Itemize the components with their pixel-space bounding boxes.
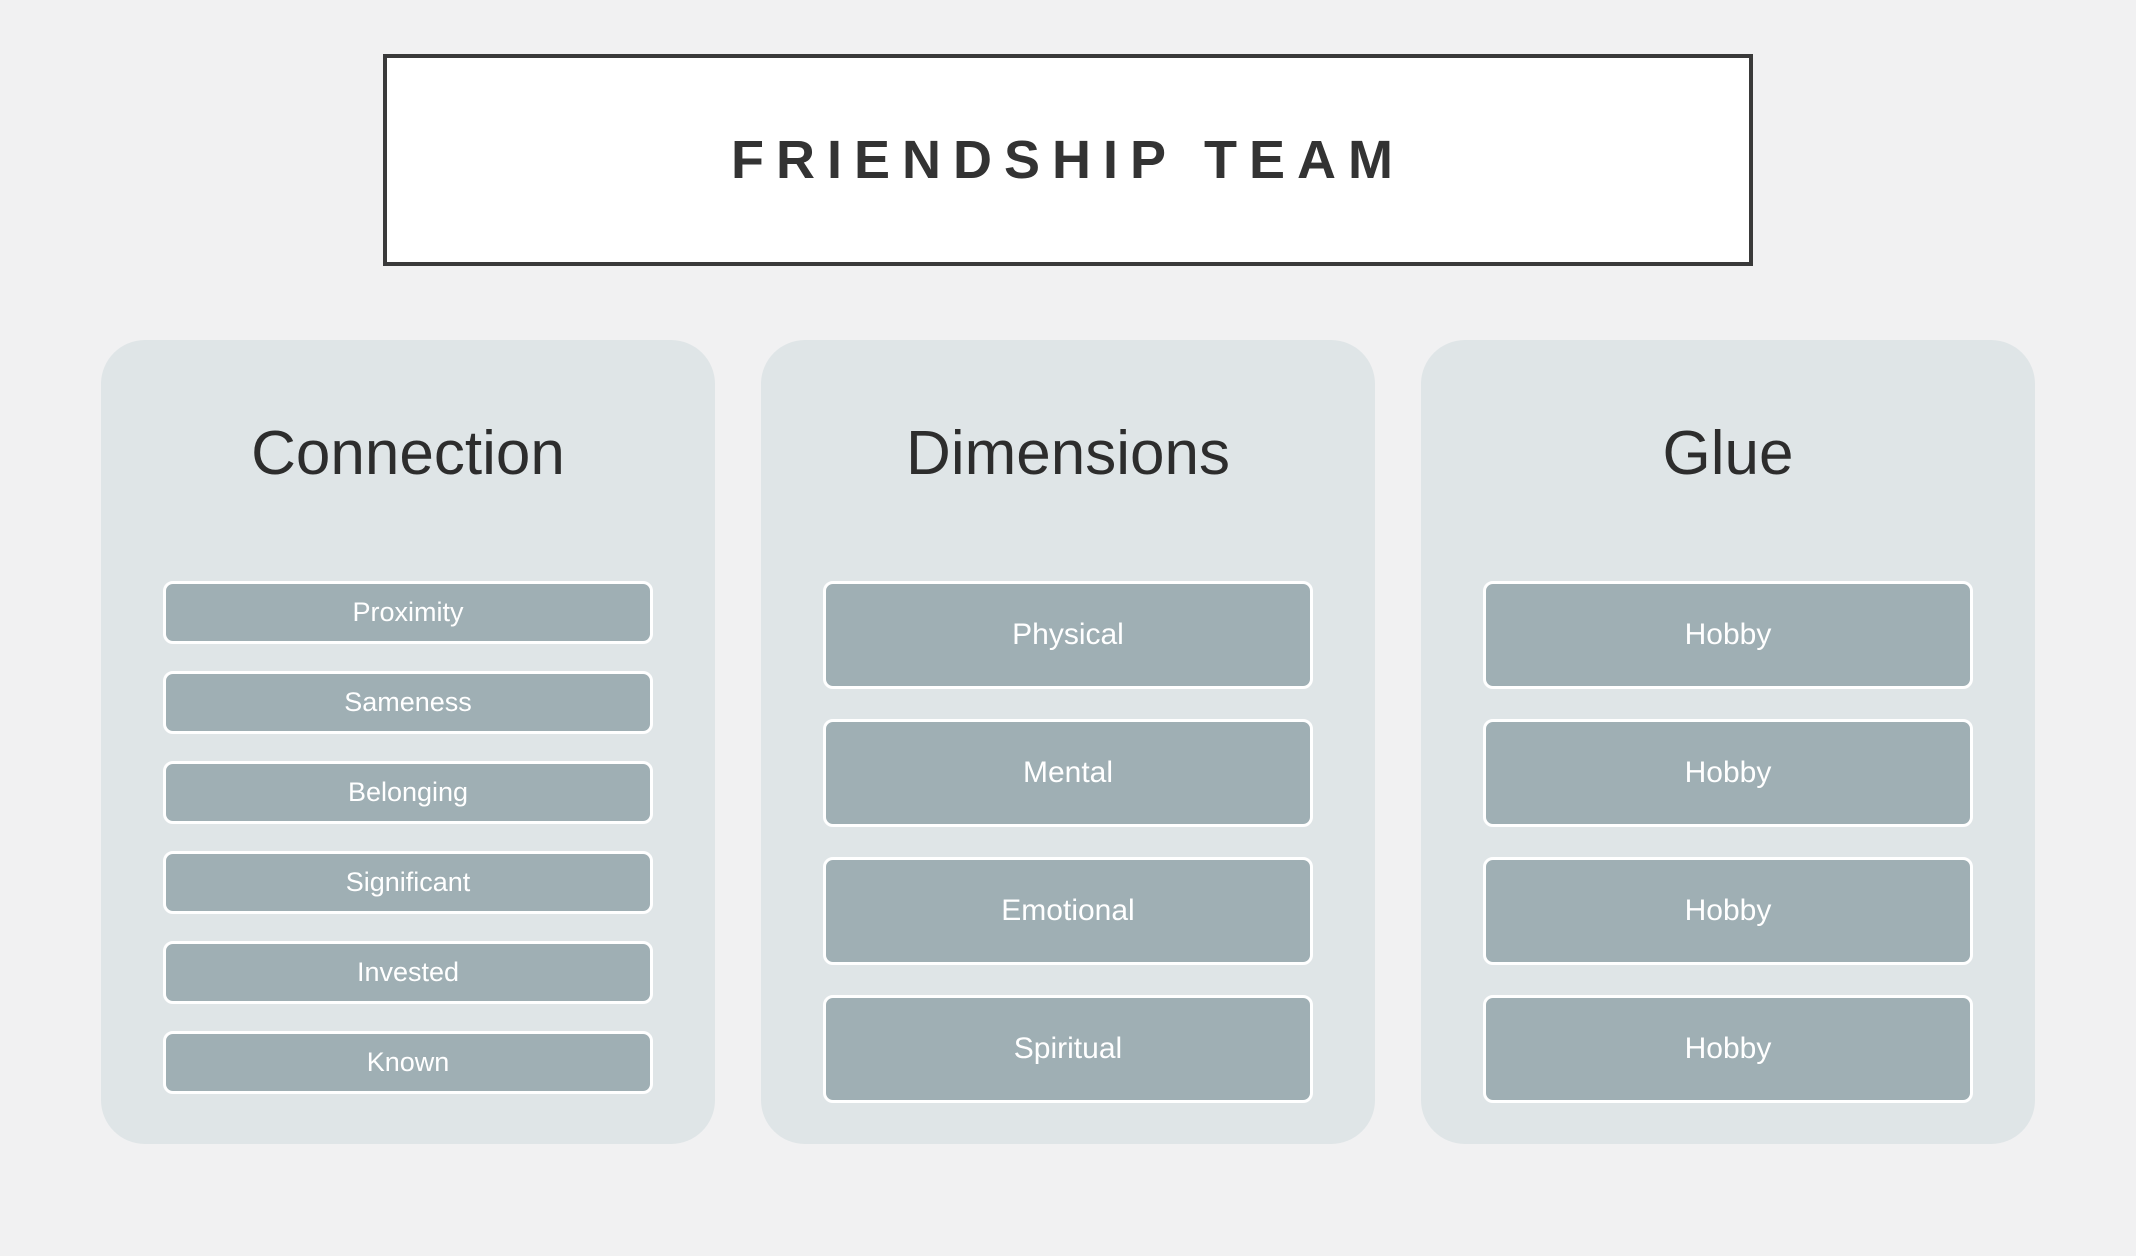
item-list-dimensions: Physical Mental Emotional Spiritual xyxy=(823,581,1313,1104)
list-item: Hobby xyxy=(1483,857,1973,966)
list-item: Physical xyxy=(823,581,1313,690)
card-title-connection: Connection xyxy=(251,419,565,488)
list-item: Hobby xyxy=(1483,719,1973,828)
list-item: Proximity xyxy=(163,581,653,645)
list-item: Hobby xyxy=(1483,995,1973,1104)
card-connection: Connection Proximity Sameness Belonging … xyxy=(101,340,715,1144)
item-list-connection: Proximity Sameness Belonging Significant… xyxy=(163,581,653,1095)
list-item: Sameness xyxy=(163,671,653,735)
list-item: Spiritual xyxy=(823,995,1313,1104)
card-glue: Glue Hobby Hobby Hobby Hobby xyxy=(1421,340,2035,1144)
list-item: Mental xyxy=(823,719,1313,828)
list-item: Belonging xyxy=(163,761,653,825)
list-item: Known xyxy=(163,1031,653,1095)
card-title-glue: Glue xyxy=(1662,419,1794,488)
list-item: Hobby xyxy=(1483,581,1973,690)
page-title: FRIENDSHIP TEAM xyxy=(730,130,1406,190)
cards-row: Connection Proximity Sameness Belonging … xyxy=(0,340,2136,1144)
item-list-glue: Hobby Hobby Hobby Hobby xyxy=(1483,581,1973,1104)
title-box: FRIENDSHIP TEAM xyxy=(383,54,1753,266)
card-title-dimensions: Dimensions xyxy=(906,419,1230,488)
list-item: Invested xyxy=(163,941,653,1005)
list-item: Emotional xyxy=(823,857,1313,966)
card-dimensions: Dimensions Physical Mental Emotional Spi… xyxy=(761,340,1375,1144)
list-item: Significant xyxy=(163,851,653,915)
